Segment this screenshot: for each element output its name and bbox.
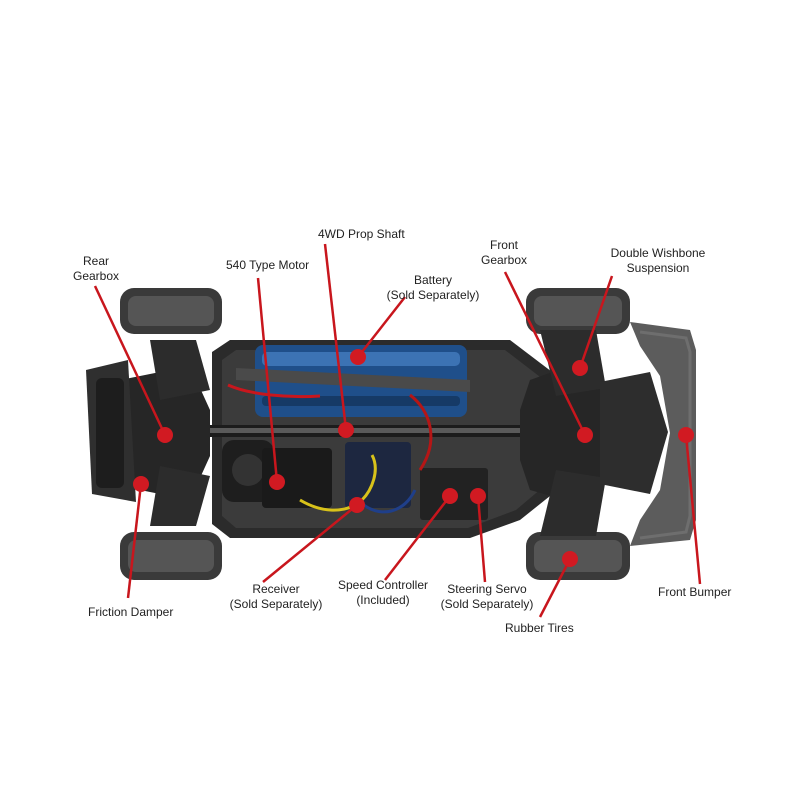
label-rear-gearbox: Rear Gearbox [72, 254, 120, 283]
leader-battery [357, 296, 406, 358]
leader-steering-servo [476, 495, 487, 583]
dot-speed-controller [442, 488, 458, 504]
label-battery: Battery (Sold Separately) [386, 273, 480, 302]
leader-friction-damper [126, 483, 143, 599]
dot-front-bumper [678, 427, 694, 443]
leader-speed-controller [384, 495, 451, 581]
leader-motor [256, 277, 279, 483]
leader-front-bumper [684, 434, 702, 585]
label-rubber-tires: Rubber Tires [505, 621, 574, 635]
dot-front-gearbox [577, 427, 593, 443]
dot-prop-shaft [338, 422, 354, 438]
leader-front-gearbox [503, 271, 587, 436]
dot-battery [350, 349, 366, 365]
speed-controller [345, 442, 411, 508]
dot-rubber-tires [562, 551, 578, 567]
leader-receiver [262, 504, 358, 583]
dot-motor [269, 474, 285, 490]
label-front-bumper: Front Bumper [658, 585, 732, 599]
dot-receiver [349, 497, 365, 513]
label-motor: 540 Type Motor [226, 258, 310, 272]
leader-double-wishbone [578, 275, 614, 369]
leader-rear-gearbox [93, 285, 167, 436]
front-bumper-foam [630, 322, 696, 546]
dot-double-wishbone [572, 360, 588, 376]
leader-prop-shaft [323, 243, 348, 431]
dot-rear-gearbox [157, 427, 173, 443]
dot-friction-damper [133, 476, 149, 492]
label-front-gearbox: Front Gearbox [480, 238, 528, 267]
front-gearbox-assembly [520, 362, 612, 504]
label-prop-shaft: 4WD Prop Shaft [318, 227, 405, 241]
label-friction-damper: Friction Damper [88, 605, 174, 619]
receiver [262, 448, 332, 508]
leader-rubber-tires [538, 558, 572, 618]
label-double-wishbone: Double Wishbone Suspension [610, 246, 706, 275]
label-receiver: Receiver (Sold Separately) [229, 582, 323, 611]
label-speed-controller: Speed Controller (Included) [337, 578, 429, 607]
label-steering-servo: Steering Servo (Sold Separately) [440, 582, 534, 611]
tires [120, 288, 630, 580]
dot-steering-servo [470, 488, 486, 504]
